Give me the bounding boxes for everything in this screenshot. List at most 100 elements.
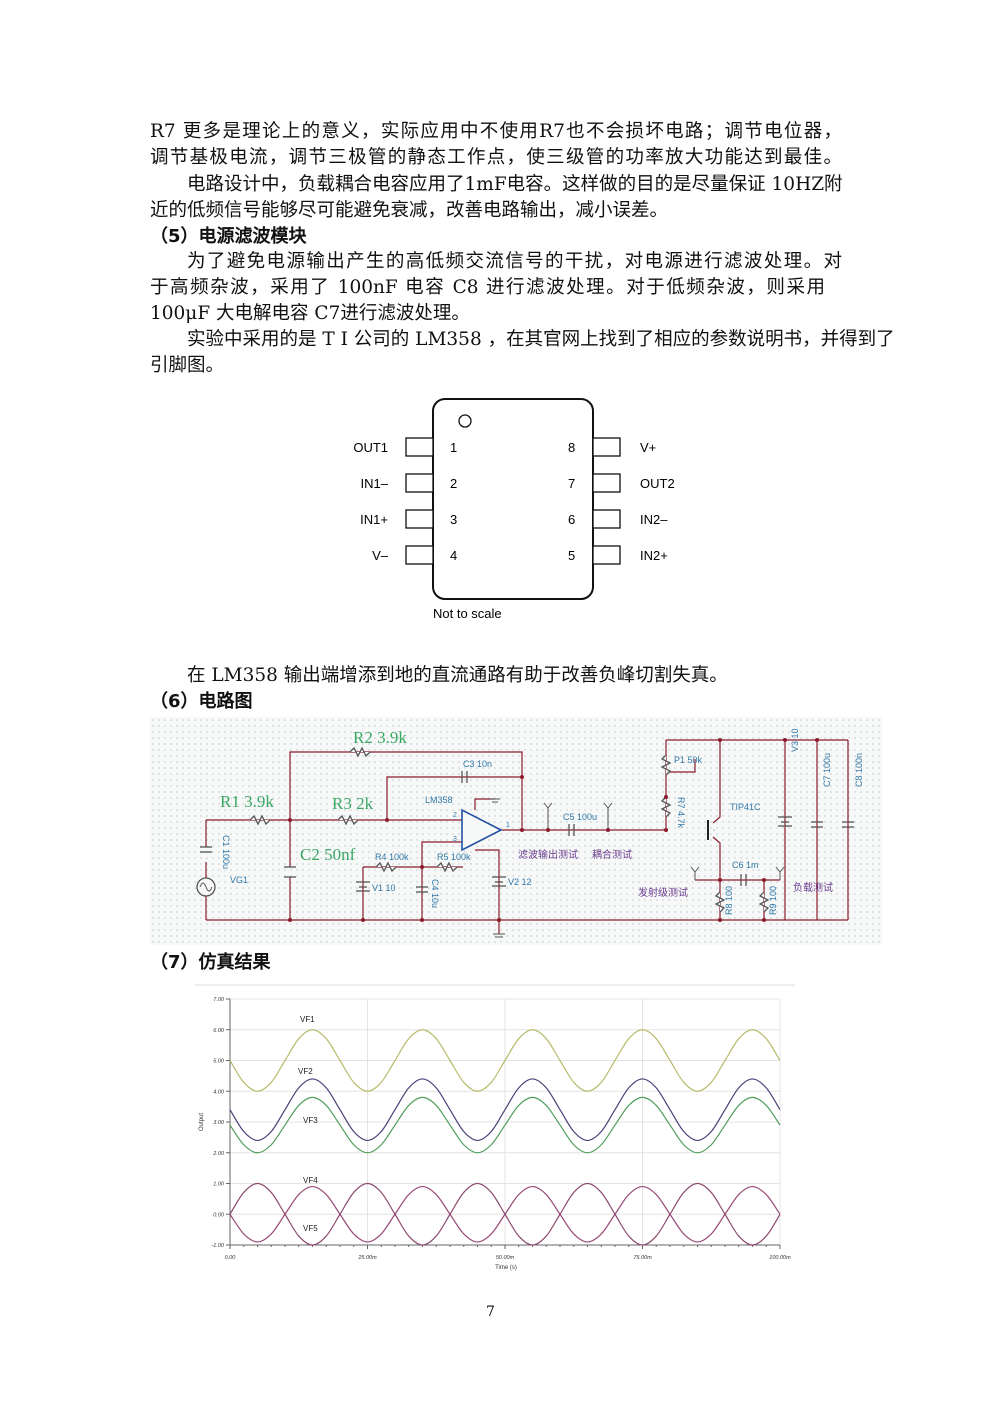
capacitor-c5 <box>568 824 575 836</box>
resistor-r3 <box>337 814 359 826</box>
pin-name: IN1+ <box>360 512 388 527</box>
pin-number: 4 <box>450 548 457 563</box>
label-c2: C2 50nf <box>300 845 356 864</box>
series-line-vf1 <box>229 1029 781 1092</box>
label-v1: V1 10 <box>372 883 396 893</box>
components <box>196 746 854 913</box>
pin-name: IN2– <box>640 512 668 527</box>
pin-name: IN1– <box>361 476 389 491</box>
pin-pad <box>405 545 434 565</box>
pin-label-2: 2 <box>453 812 457 819</box>
pin-pad <box>592 509 621 529</box>
y-tick-label: 0.00 <box>213 1212 225 1218</box>
label-c8: C8 100n <box>854 753 864 787</box>
paragraph-line: 为了避免电源输出产生的高低频交流信号的干扰，对电源进行滤波处理。对 <box>187 251 842 272</box>
section-heading-7: （7）仿真结果 <box>150 952 271 973</box>
label-vg1: VG1 <box>230 875 248 885</box>
x-tick-label: 25.00m <box>357 1255 377 1261</box>
label-r2: R2 3.9k <box>353 728 407 747</box>
paragraph-line: 在 LM358 输出端增添到地的直流通路有助于改善负峰切割失真。 <box>150 663 842 689</box>
capacitor-c1 <box>200 846 212 853</box>
pin-label-1: 1 <box>506 822 510 829</box>
y-tick-label: 3.00 <box>213 1120 225 1126</box>
y-tick-label: -1.00 <box>211 1243 224 1249</box>
paragraph-line: 调节基极电流，调节三极管的静态工作点，使三级管的功率放大功能达到最佳。 <box>150 147 842 168</box>
label-r5: R5 100k <box>437 852 471 862</box>
label-load-test: 负载测试 <box>793 881 833 894</box>
label-v3: V3 10 <box>790 728 800 752</box>
label-emitter-test: 发射级测试 <box>638 886 688 899</box>
junction-dots <box>288 738 819 922</box>
x-tick-label: 75.00m <box>633 1255 652 1261</box>
pin1-marker <box>458 414 472 428</box>
series-line-vf3 <box>229 1096 781 1154</box>
label-c5: C5 100u <box>563 812 597 822</box>
label-p1: P1 50k <box>674 755 703 765</box>
y-tick-label: 6.00 <box>213 1028 225 1034</box>
circuit-diagram: R2 3.9k R1 3.9k R3 2k C2 50nf C3 10n LM3… <box>150 717 882 945</box>
paragraph-line: 100μF 大电解电容 C7进行滤波处理。 <box>150 303 470 324</box>
series-line-vf2 <box>229 1078 781 1142</box>
label-r9: R9 100 <box>768 886 778 915</box>
label-r7: R7 4.7k <box>676 797 686 829</box>
capacitor-c6 <box>740 874 747 886</box>
resistor-r7 <box>660 796 672 818</box>
label-tip41c: TIP41C <box>730 802 761 812</box>
y-axis-label: Output <box>199 1113 205 1131</box>
y-tick-label: 1.00 <box>213 1182 225 1188</box>
pin-number: 5 <box>568 548 575 563</box>
resistor-r1 <box>249 814 271 826</box>
pin-number: 8 <box>568 440 575 455</box>
pin-number: 3 <box>450 512 457 527</box>
y-tick-label: 7.00 <box>213 997 225 1003</box>
x-tick-label: 0.00 <box>225 1255 237 1261</box>
pin-pad <box>592 473 621 493</box>
page-number: 7 <box>486 1304 495 1320</box>
pin-number: 1 <box>450 440 457 455</box>
paragraph-line: 实验中采用的是 T I 公司的 LM358 ，在其官网上找到了相应的参数说明书，… <box>187 329 895 350</box>
pin-pad <box>592 545 621 565</box>
x-tick-label: 100.00m <box>769 1255 791 1261</box>
op-amp-lm358 <box>461 808 503 852</box>
chip-body <box>432 398 594 600</box>
y-tick-label: 4.00 <box>213 1089 225 1095</box>
ground-symbols <box>490 798 505 938</box>
resistor-r5 <box>436 861 458 873</box>
label-lm358: LM358 <box>425 795 453 805</box>
capacitor-c4 <box>416 886 428 893</box>
pin-name: OUT1 <box>353 440 388 455</box>
section-heading-5: （5）电源滤波模块 <box>150 226 307 247</box>
y-tick-label: 5.00 <box>213 1059 225 1065</box>
pin-name: V– <box>372 548 389 563</box>
wires <box>205 739 849 934</box>
paragraph-line: 电路设计中，负载耦合电容应用了1mF电容。这样做的目的是尽量保证 10HZ附 <box>187 174 843 195</box>
battery-v1 <box>356 881 370 892</box>
capacitor-c2 <box>284 866 296 878</box>
paragraph-line: 于高频杂波，采用了 100nF 电容 C8 进行滤波处理。对于低频杂波，则采用 <box>150 277 825 298</box>
pin-pad <box>592 437 621 457</box>
label-r4: R4 100k <box>375 852 409 862</box>
pin-number: 7 <box>568 476 575 491</box>
section-heading-6: （6）电路图 <box>150 691 253 712</box>
y-tick-label: 2.00 <box>212 1151 225 1157</box>
series-label-vf2: VF2 <box>298 1067 313 1076</box>
pin-pad <box>405 437 434 457</box>
label-filter-output-test: 滤波输出测试 <box>518 848 578 861</box>
circuit-schematic: R2 3.9k R1 3.9k R3 2k C2 50nf C3 10n LM3… <box>196 728 864 938</box>
not-to-scale-note: Not to scale <box>433 606 502 621</box>
simulation-chart: -1.000.001.002.003.004.005.006.007.000.0… <box>195 984 795 1271</box>
label-c4: C4 10u <box>430 879 440 908</box>
label-r1: R1 3.9k <box>220 792 274 811</box>
x-axis-label: Time (s) <box>495 1265 517 1271</box>
paragraph-line: 引脚图。 <box>150 355 225 376</box>
series-label-vf5: VF5 <box>303 1224 318 1233</box>
label-r8: R8 100 <box>724 886 734 915</box>
label-c1: C1 100u <box>221 835 231 869</box>
resistor-r8 <box>714 891 726 913</box>
series-label-vf4: VF4 <box>303 1176 318 1185</box>
pin-name: V+ <box>640 440 656 455</box>
resistor-r4 <box>375 861 397 873</box>
pin-name: IN2+ <box>640 548 668 563</box>
label-coupling-test: 耦合测试 <box>592 848 632 861</box>
